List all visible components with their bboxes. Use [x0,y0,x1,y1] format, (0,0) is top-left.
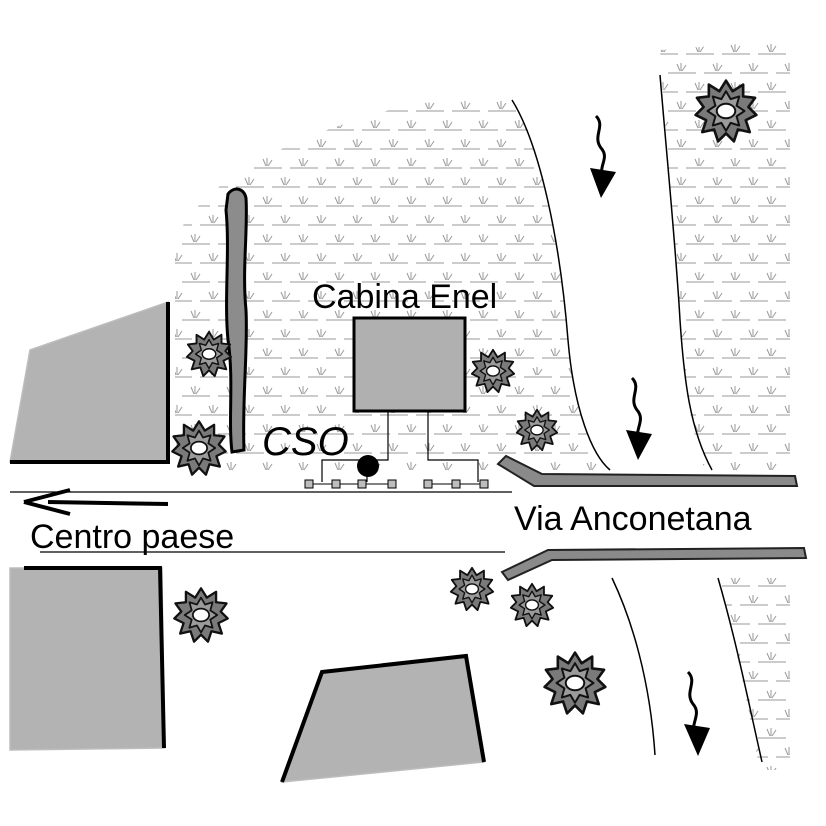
tree-icon [509,582,555,628]
tree-icon [449,566,495,612]
road-band-south [500,546,808,582]
manhole-row [304,479,489,489]
road-band-north [496,454,799,487]
label-cabina-enel: Cabina Enel [312,278,498,316]
cso-node-icon [357,455,379,477]
stream-bank-left [511,99,611,471]
building-northwest [9,300,169,463]
building-south [280,655,485,783]
flow-arrow-icon [590,114,616,198]
cabina-enel [352,316,467,413]
flow-arrow-icon [626,376,652,460]
building-southwest [9,567,165,751]
tree-icon [173,587,229,643]
stream-bank-right [659,74,713,471]
label-cso: CSO [262,420,349,464]
wall [224,187,248,454]
label-direction: Centro paese [30,518,235,556]
tree-icon [542,650,608,716]
flow-arrow-icon [684,670,710,756]
label-road: Via Anconetana [514,500,752,538]
stream-bank-lower-left [611,577,656,756]
vegetation-area-southeast [718,578,790,770]
vegetation-area-east [660,40,790,470]
direction-arrow-icon [23,488,169,516]
stream-bank-lower-right [717,577,763,763]
